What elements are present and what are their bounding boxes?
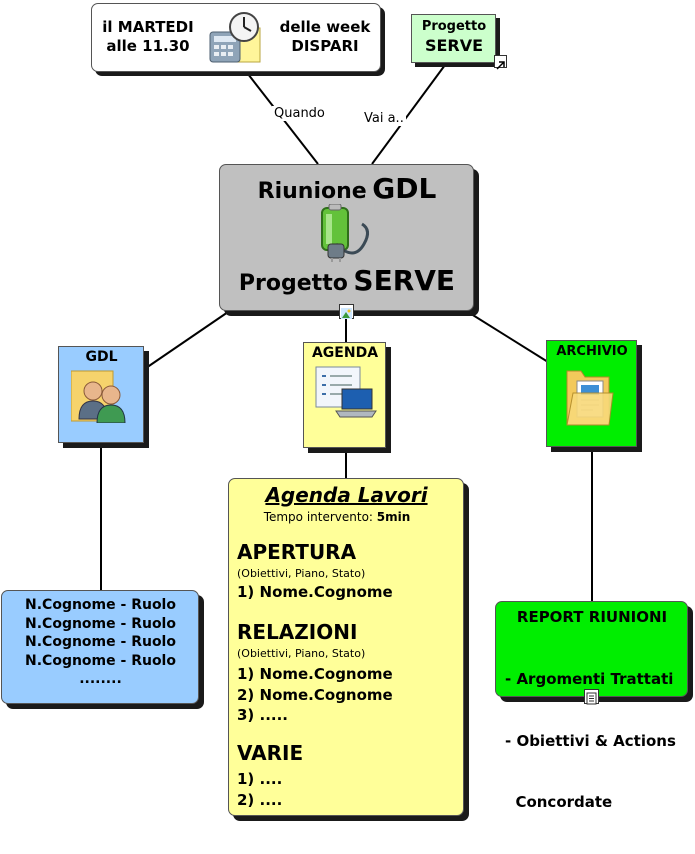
varie-item: 1) .... (237, 770, 283, 788)
folder-documents-icon (563, 363, 621, 427)
central-subtitle: Progetto SERVE (220, 264, 474, 297)
central-title: Riunione GDL (220, 172, 474, 205)
relazioni-heading: RELAZIONI (237, 620, 358, 644)
central-title-big: GDL (372, 172, 437, 205)
report-title: REPORT RIUNIONI (516, 608, 668, 626)
project-link-label: Progetto (421, 19, 487, 34)
central-title-prefix: Riunione (257, 179, 367, 204)
report-node[interactable]: REPORT RIUNIONI - Argomenti Trattati - O… (495, 601, 688, 811)
note-icon[interactable] (584, 689, 599, 705)
central-subtitle-prefix: Progetto (238, 271, 348, 296)
agenda-lavori-title: Agenda Lavori (265, 483, 428, 507)
schedule-left-text: il MARTEDI alle 11.30 (98, 18, 198, 56)
report-item: Concordate (505, 793, 613, 811)
gdl-title: GDL (85, 349, 118, 365)
schedule-node[interactable]: il MARTEDI alle 11.30 delle week DISPARI (91, 3, 381, 72)
project-link-node[interactable]: Progetto SERVE (411, 14, 496, 63)
schedule-weeks: delle week (279, 18, 371, 36)
speaking-time-label: Tempo intervento: (263, 510, 373, 524)
presentation-laptop-icon (314, 365, 378, 421)
calendar-clock-icon (206, 10, 266, 66)
member-more: ........ (79, 671, 122, 687)
varie-heading: VARIE (237, 741, 304, 765)
edge-label-goto: Vai a.. (362, 111, 406, 126)
image-icon[interactable] (339, 304, 354, 319)
apertura-heading: APERTURA (237, 540, 357, 564)
report-item: - Obiettivi & Actions (505, 731, 676, 750)
member-item: N.Cognome - Ruolo (25, 634, 176, 650)
varie-items: 1) .... 2) .... (237, 769, 282, 810)
members-list[interactable]: N.Cognome - Ruolo N.Cognome - Ruolo N.Co… (1, 590, 199, 704)
battery-plug-icon (314, 203, 380, 262)
project-link-name: SERVE (424, 36, 484, 55)
agenda-lavori-node[interactable]: Agenda Lavori Tempo intervento: 5min APE… (228, 478, 464, 816)
shortcut-arrow-icon[interactable] (494, 55, 507, 70)
report-item: - Argomenti Trattati (505, 670, 674, 688)
agenda-lavori-subtitle: Tempo intervento: 5min (229, 510, 445, 524)
schedule-parity: DISPARI (291, 37, 359, 55)
apertura-item: 1) Nome.Cognome (237, 583, 393, 601)
speaking-time-value: 5min (376, 510, 411, 524)
member-item: N.Cognome - Ruolo (25, 597, 176, 613)
edge-label-when: Quando (272, 106, 327, 121)
schedule-time: alle 11.30 (106, 37, 190, 55)
member-item: N.Cognome - Ruolo (25, 652, 176, 669)
report-items: - Argomenti Trattati - Obiettivi & Actio… (505, 628, 676, 854)
agenda-node[interactable]: AGENDA (303, 342, 386, 448)
varie-item: 2) .... (237, 790, 283, 809)
central-subtitle-big: SERVE (353, 264, 456, 297)
archivio-title: ARCHIVIO (556, 344, 628, 359)
relazioni-item: 1) Nome.Cognome (237, 665, 393, 683)
archivio-node[interactable]: ARCHIVIO (546, 340, 637, 447)
schedule-day: il MARTEDI (102, 18, 194, 36)
relazioni-item: 3) ..... (237, 706, 289, 724)
relazioni-items: 1) Nome.Cognome 2) Nome.Cognome 3) ..... (237, 664, 393, 726)
relazioni-note: (Obiettivi, Piano, Stato) (237, 647, 366, 660)
central-node[interactable]: Riunione GDL Progetto SERVE (219, 164, 474, 311)
gdl-node[interactable]: GDL (58, 346, 144, 443)
relazioni-item: 2) Nome.Cognome (237, 685, 393, 704)
members-text: N.Cognome - Ruolo N.Cognome - Ruolo N.Co… (2, 596, 199, 689)
apertura-note: (Obiettivi, Piano, Stato) (237, 567, 366, 580)
connector-lines (100, 64, 593, 601)
agenda-title: AGENDA (311, 345, 379, 361)
schedule-right-text: delle week DISPARI (274, 18, 376, 56)
member-item: N.Cognome - Ruolo (25, 615, 176, 632)
users-icon (70, 367, 129, 424)
